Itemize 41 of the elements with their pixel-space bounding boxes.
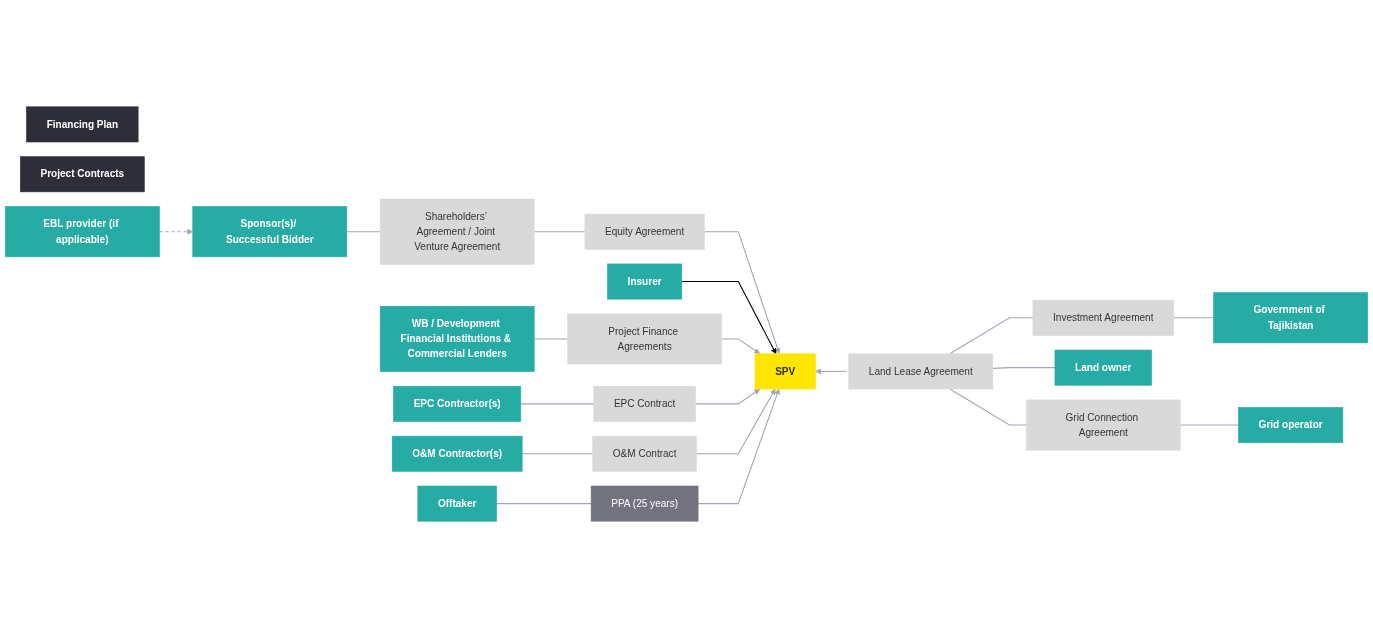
node-box: Shareholders’ Agreement / Joint Venture Agreement	[379, 198, 535, 265]
node-box: Land Lease Agreement	[848, 353, 994, 390]
arrow	[697, 388, 780, 505]
node-box: Financing Plan	[26, 106, 139, 143]
connector	[949, 317, 1034, 355]
connector	[533, 231, 586, 233]
arrow	[703, 231, 781, 355]
node-box: Project Contracts	[20, 156, 145, 193]
node-box: Project Finance Agreements	[567, 313, 722, 365]
node-box: Land owner	[1054, 349, 1152, 386]
connector	[521, 453, 594, 455]
node-box: Equity Agreement	[584, 213, 705, 250]
connector	[992, 367, 1056, 369]
arrow	[695, 388, 776, 455]
node-box: Grid operator	[1238, 407, 1344, 443]
connector	[1179, 424, 1240, 426]
node-box: Government of Tajikistan	[1213, 292, 1368, 344]
arrow	[694, 388, 761, 405]
node-box: WB / Development Financial Institutions & Commercial Lenders	[379, 305, 535, 372]
node-box: Grid Connection Agreement	[1025, 399, 1181, 451]
arrow	[815, 368, 847, 375]
node-box: EPC Contract	[593, 385, 696, 422]
connector	[1173, 317, 1215, 319]
node-box: Offtaker	[417, 485, 497, 522]
node-box: O&M Contractor(s)	[391, 435, 523, 472]
connector	[533, 338, 569, 340]
node-box: EPC Contractor(s)	[393, 385, 522, 422]
arrow	[158, 228, 194, 235]
connector	[949, 388, 1027, 426]
node-box: EBL provider (if applicable)	[5, 206, 160, 258]
connector	[346, 231, 381, 233]
node-box: Investment Agreement	[1032, 299, 1174, 336]
node-box: O&M Contract	[592, 435, 697, 472]
node-box: Sponsor(s)/ Successful Bidder	[192, 206, 348, 258]
connector	[496, 503, 592, 505]
node-box: Insurer	[607, 263, 683, 300]
node-box: SPV	[754, 353, 816, 390]
arrow	[721, 338, 761, 355]
node-box: PPA (25 years)	[590, 485, 699, 522]
arrow	[681, 281, 777, 355]
connector	[520, 403, 595, 405]
